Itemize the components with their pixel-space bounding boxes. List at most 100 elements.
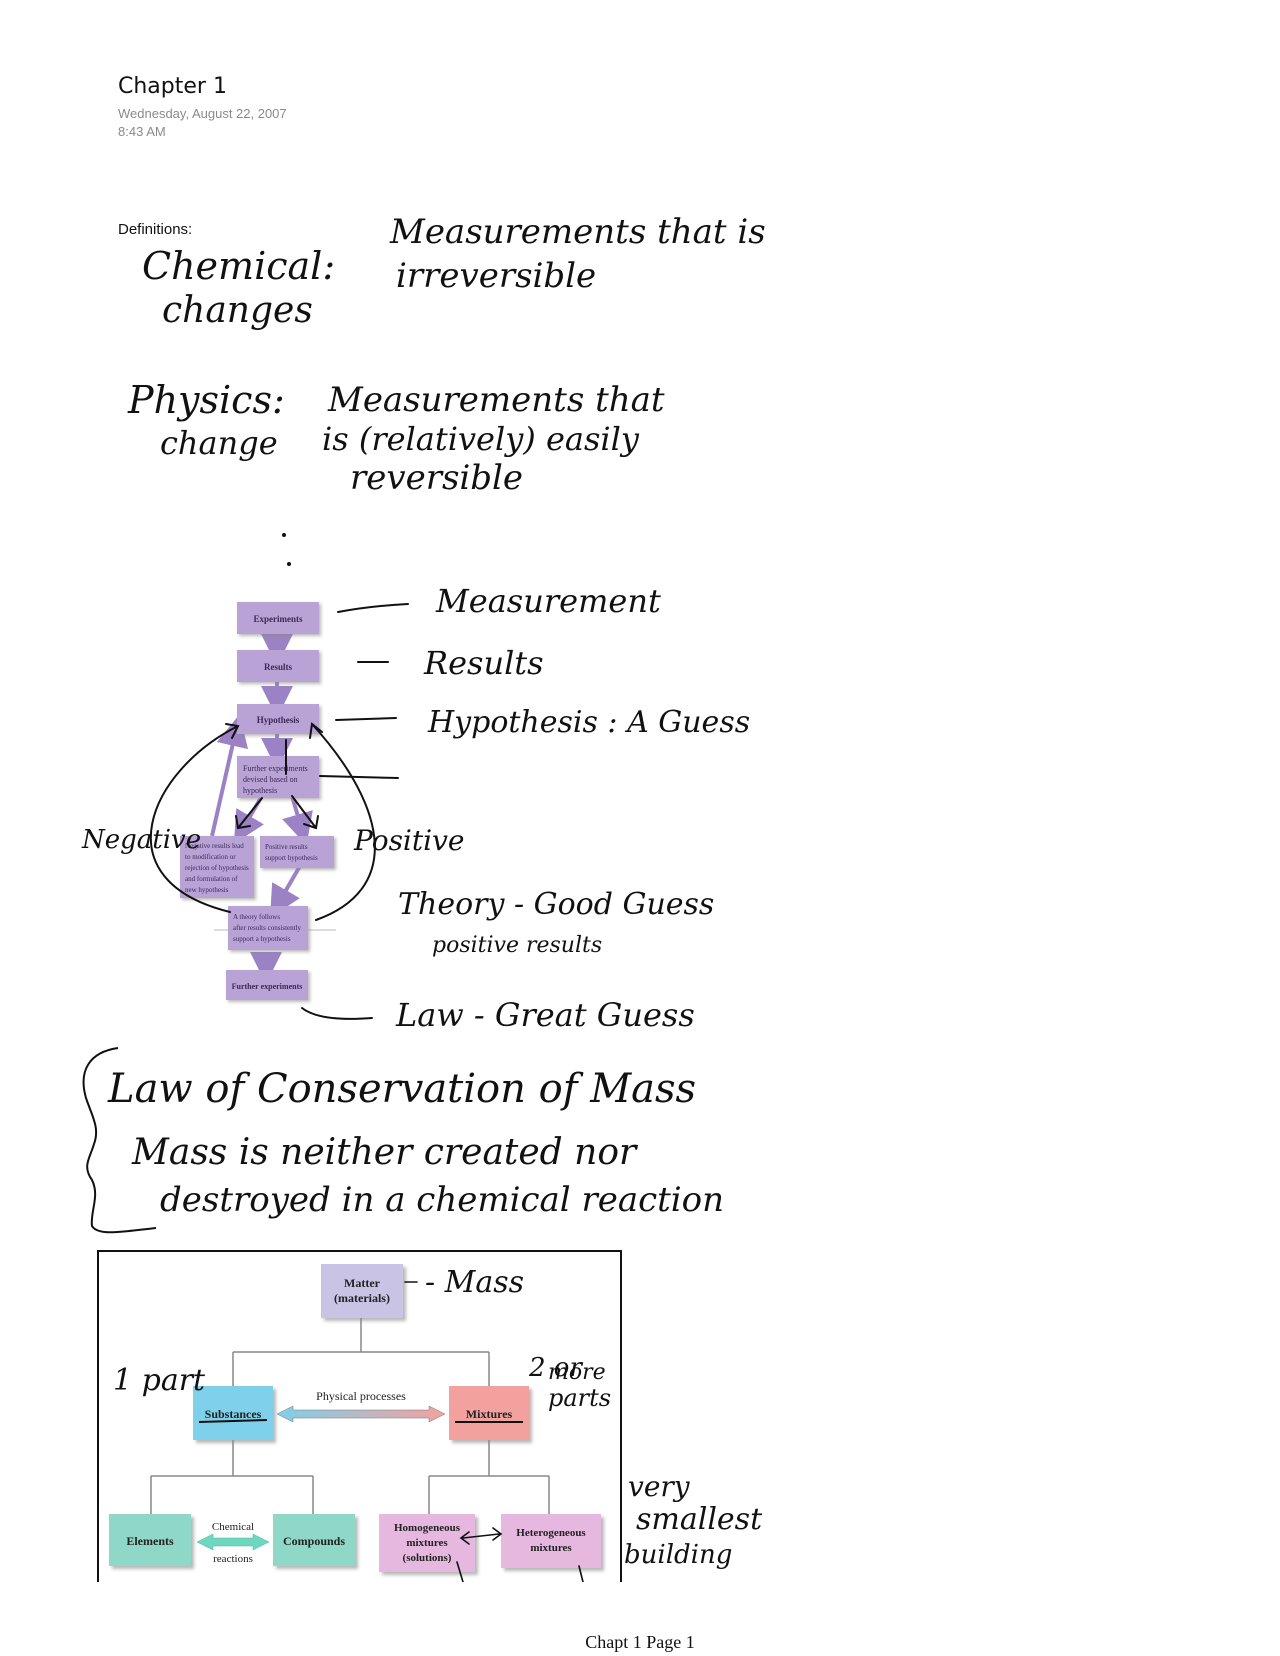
chemical-term-line2: changes	[162, 290, 313, 331]
theory-box	[228, 906, 308, 950]
conservation-line2: Mass is neither created nor	[132, 1132, 637, 1173]
definitions-label: Definitions:	[118, 221, 193, 238]
homogeneous-box	[379, 1514, 475, 1572]
physical-def-line2: is (relatively) easily	[322, 420, 639, 458]
note-negative: Negative	[81, 825, 201, 855]
homogeneous-box-line3: (solutions)	[403, 1552, 452, 1564]
physical-term-line1: Physics:	[128, 378, 285, 422]
note-smallest-line2: smallest	[636, 1502, 763, 1537]
hypothesis-box	[237, 704, 319, 734]
note-two-parts-line1: 2 or	[528, 1353, 583, 1383]
chemical-reactions-line2: reactions	[213, 1553, 253, 1565]
conservation-line1: Law of Conservation of Mass	[108, 1066, 697, 1112]
note-theory: Theory - Good Guess	[398, 887, 714, 922]
experiments-box	[237, 602, 319, 634]
further-experiments-box	[237, 756, 319, 798]
dot-mark	[282, 533, 286, 537]
pointer-line	[319, 775, 399, 779]
heterogeneous-box-line1: Heterogeneous	[516, 1527, 586, 1539]
hand-arrow	[235, 797, 263, 830]
page-date: Wednesday, August 22, 2007	[118, 106, 287, 121]
homogeneous-box-line1: Homogeneous	[394, 1522, 461, 1534]
loop-arrowhead	[309, 722, 323, 739]
further-experiments-line2: devised based on	[243, 775, 298, 784]
hypothesis-box-label: Hypothesis	[257, 715, 300, 725]
pointer-line	[578, 1565, 584, 1582]
flow-arrow	[282, 795, 313, 846]
theory-box-line2: after results consistently	[233, 924, 302, 932]
pointer-line	[456, 1561, 464, 1582]
heterogeneous-box	[501, 1514, 601, 1568]
heterogeneous-box-line2: mixtures	[530, 1542, 572, 1554]
theory-box-line1: A theory follows	[233, 913, 280, 921]
note-positive: Positive	[353, 824, 464, 857]
experiments-box-label: Experiments	[254, 614, 303, 624]
note-law: Law - Great Guess	[395, 996, 695, 1034]
note-measurement: Measurement	[435, 582, 661, 620]
elements-box	[109, 1514, 191, 1566]
tree-connector	[428, 1422, 550, 1514]
physical-processes-arrow	[276, 1405, 446, 1423]
matter-diagram: Matter (materials) Substances Mixtures P…	[109, 1264, 601, 1582]
further-experiments-line3: hypothesis	[243, 786, 277, 795]
mixtures-box	[449, 1386, 529, 1440]
further-experiments-line1: Further experiments	[243, 764, 308, 773]
compounds-box	[273, 1514, 355, 1566]
note-two-parts-line2: more	[548, 1360, 606, 1385]
note-mass: - Mass	[425, 1265, 524, 1300]
results-box-label: Results	[264, 662, 292, 672]
dot-mark	[287, 562, 291, 566]
negative-results-line3: rejection of hypothesis	[185, 864, 249, 872]
scientific-method-diagram: Experiments Results Hypothesis Further e…	[81, 582, 750, 1034]
physical-term-line2: change	[160, 424, 278, 462]
flow-arrow	[210, 714, 249, 837]
physical-processes-label: Physical processes	[316, 1389, 406, 1403]
hand-arrow	[459, 1527, 503, 1545]
note-hypothesis: Hypothesis : A Guess	[427, 705, 750, 740]
positive-results-box	[260, 836, 334, 868]
negative-results-line1: Negative results lead	[185, 842, 244, 850]
underline-stroke	[198, 1419, 268, 1423]
compounds-box-label: Compounds	[283, 1534, 345, 1548]
chemical-reactions-arrow	[196, 1533, 270, 1551]
pointer-line	[337, 603, 409, 613]
note-smallest-line3: building	[624, 1540, 733, 1570]
negative-results-line5: new hypothesis	[185, 886, 229, 894]
matter-box-line2: (materials)	[334, 1291, 390, 1305]
positive-loop-stroke	[311, 723, 376, 921]
note-two-parts-line3: parts	[548, 1384, 612, 1412]
physical-def-line1: Measurements that	[328, 380, 665, 420]
negative-results-line4: and formulation of	[185, 875, 238, 883]
matter-box	[321, 1264, 403, 1318]
pointer-line	[301, 1007, 373, 1020]
chemical-def-line1: Measurements that is	[390, 212, 766, 252]
conservation-line3: destroyed in a chemical reaction	[160, 1180, 725, 1220]
negative-results-line2: to modification or	[185, 853, 236, 861]
mixtures-box-label: Mixtures	[466, 1407, 513, 1421]
bracket-stroke	[82, 1047, 157, 1234]
matter-box-line1: Matter	[344, 1276, 381, 1290]
elements-box-label: Elements	[126, 1534, 174, 1548]
chemical-def-line2: irreversible	[396, 256, 597, 296]
further-experiments-final-box	[226, 970, 308, 1000]
tree-connector	[232, 1318, 490, 1386]
results-box	[237, 650, 319, 682]
substances-box-label: Substances	[205, 1407, 262, 1421]
substances-box	[193, 1386, 273, 1440]
tree-connector	[150, 1422, 314, 1514]
loop-arrowhead	[225, 723, 240, 739]
theory-box-line3: support a hypothesis	[233, 935, 291, 943]
negative-results-box	[180, 836, 254, 898]
matter-diagram-frame: Matter (materials) Substances Mixtures P…	[97, 1250, 622, 1582]
positive-results-line1: Positive results	[265, 843, 308, 851]
hand-arrow	[291, 795, 319, 830]
conservation-bracket	[82, 1047, 157, 1234]
note-smallest-line1: very	[628, 1470, 690, 1503]
pointer-line	[335, 717, 397, 721]
note-one-part: 1 part	[113, 1363, 206, 1398]
note-theory-sub: positive results	[432, 933, 602, 958]
page-time: 8:43 AM	[118, 124, 166, 139]
chemical-reactions-line1: Chemical	[212, 1521, 254, 1533]
note-results: Results	[423, 644, 544, 682]
